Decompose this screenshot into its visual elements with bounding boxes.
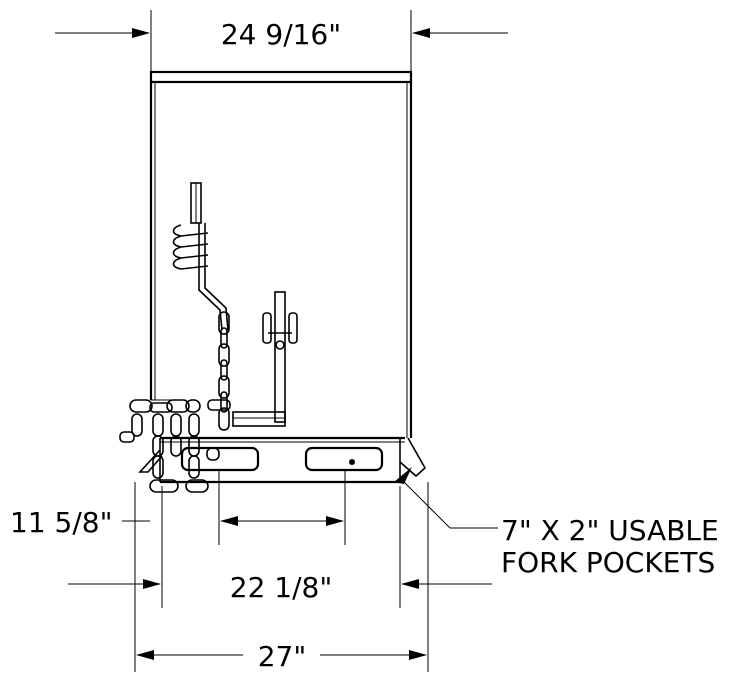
top-width-label: 24 9/16" (221, 18, 341, 51)
lever-post (274, 291, 286, 423)
side-chains (119, 399, 220, 493)
coil-spring (172, 224, 209, 270)
top-width-dimension: 24 9/16" (55, 10, 508, 72)
base-skid (138, 436, 427, 484)
overall-base-label: 27" (258, 640, 307, 673)
fork-pocket-callout: 7" X 2" USABLE FORK POCKETS (394, 467, 719, 579)
inner-base-label: 22 1/8" (230, 571, 332, 604)
fork-pocket-left (180, 446, 260, 472)
right-foot (399, 437, 427, 478)
cabinet-body (149, 70, 413, 438)
left-foot (138, 449, 163, 473)
vertical-chain (218, 311, 230, 431)
inner-base-dimension: 22 1/8" (68, 486, 492, 608)
lever-mechanism (207, 291, 298, 427)
callout-line-2: FORK POCKETS (501, 546, 715, 579)
spring-assembly (172, 182, 229, 331)
fork-pocket-right (304, 446, 384, 472)
spring-rod (198, 223, 229, 331)
overall-base-dimension: 27" (134, 482, 429, 673)
fork-spacing-label: 11 5/8" (10, 506, 112, 539)
callout-line-1: 7" X 2" USABLE (501, 514, 719, 547)
lever-base (232, 411, 286, 427)
fork-spacing-dimension: 11 5/8" (10, 470, 346, 545)
cabinet-lid (149, 70, 413, 84)
